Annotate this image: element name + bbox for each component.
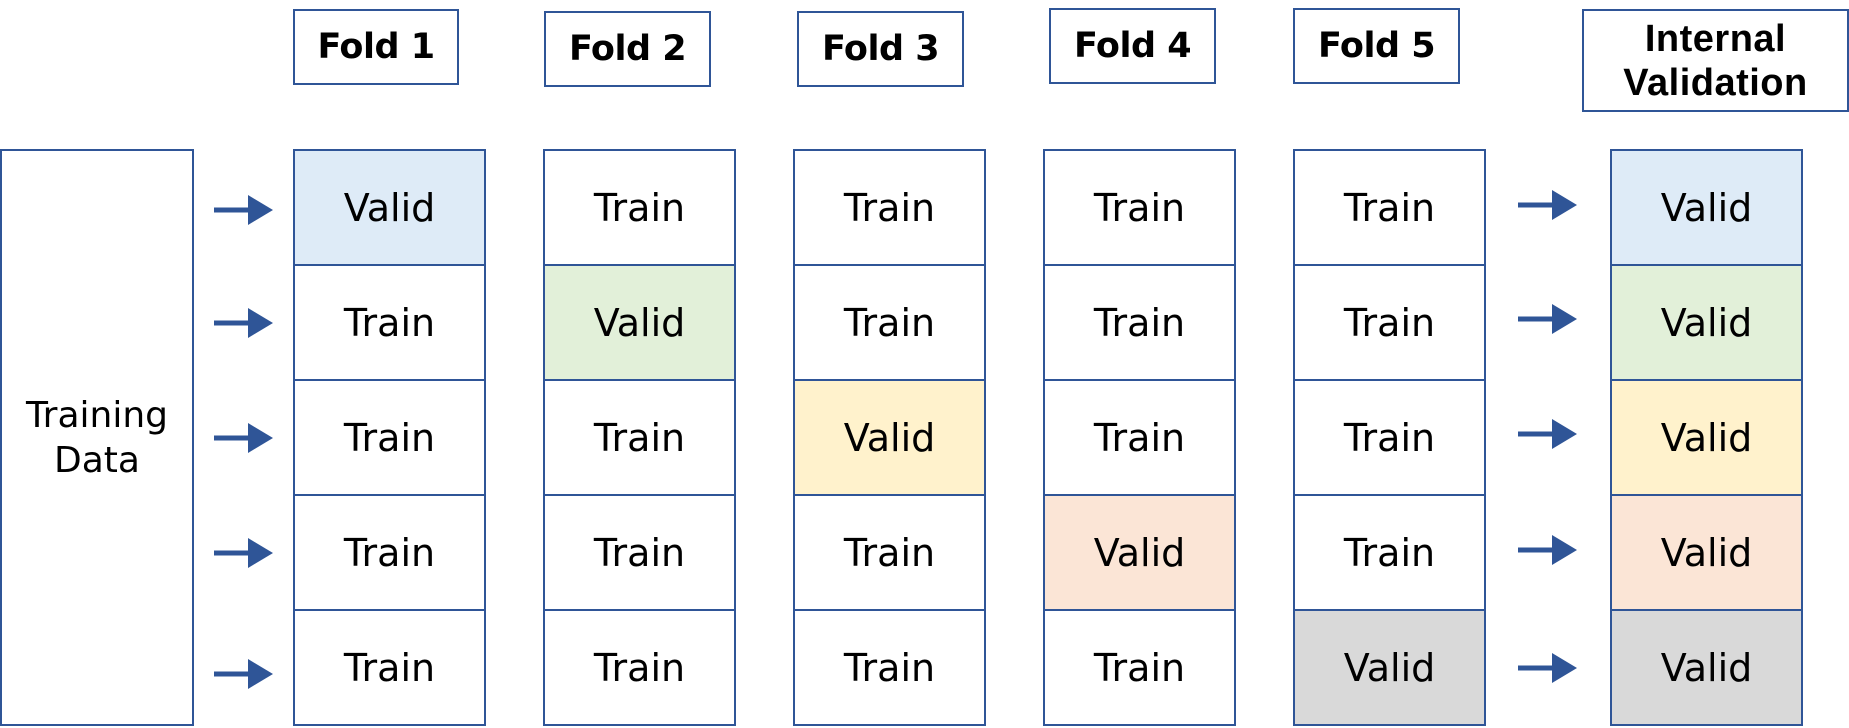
header-fold-3: Fold 3 bbox=[797, 11, 964, 87]
fold-5-cell-row-1: Train bbox=[1293, 149, 1486, 266]
fold-4-cell-row-2: Train bbox=[1043, 264, 1236, 381]
header-fold-1: Fold 1 bbox=[293, 9, 459, 85]
internal-validation-cell-row-1: Valid bbox=[1610, 149, 1803, 266]
internal-validation-cell-row-2: Valid bbox=[1610, 264, 1803, 381]
fold-1-cell-row-3: Train bbox=[293, 379, 486, 496]
fold-2-cell-row-3: Train bbox=[543, 379, 736, 496]
fold-3-cell-row-1: Train bbox=[793, 149, 986, 266]
fold-5-cell-row-3: Train bbox=[1293, 379, 1486, 496]
header-internal-validation: Internal Validation bbox=[1582, 9, 1849, 112]
fold-5-cell-row-2: Train bbox=[1293, 264, 1486, 381]
fold-2-cell-row-1: Train bbox=[543, 149, 736, 266]
header-fold-2: Fold 2 bbox=[544, 11, 711, 87]
fold-3-cell-row-5: Train bbox=[793, 609, 986, 726]
fold-5-cell-row-5: Valid bbox=[1293, 609, 1486, 726]
fold-3-cell-row-4: Train bbox=[793, 494, 986, 611]
training-data-box: Training Data bbox=[0, 149, 194, 726]
header-fold-4: Fold 4 bbox=[1049, 8, 1216, 84]
fold-2-cell-row-2: Valid bbox=[543, 264, 736, 381]
fold-4-cell-row-4: Valid bbox=[1043, 494, 1236, 611]
header-fold-5: Fold 5 bbox=[1293, 8, 1460, 84]
fold-5-cell-row-4: Train bbox=[1293, 494, 1486, 611]
fold-4-cell-row-1: Train bbox=[1043, 149, 1236, 266]
training-data-label: Training Data bbox=[25, 394, 169, 481]
fold-1-cell-row-4: Train bbox=[293, 494, 486, 611]
fold-4-cell-row-5: Train bbox=[1043, 609, 1236, 726]
internal-validation-cell-row-5: Valid bbox=[1610, 609, 1803, 726]
internal-validation-cell-row-3: Valid bbox=[1610, 379, 1803, 496]
fold-1-cell-row-2: Train bbox=[293, 264, 486, 381]
fold-4-cell-row-3: Train bbox=[1043, 379, 1236, 496]
fold-2-cell-row-4: Train bbox=[543, 494, 736, 611]
fold-3-cell-row-3: Valid bbox=[793, 379, 986, 496]
fold-1-cell-row-5: Train bbox=[293, 609, 486, 726]
fold-2-cell-row-5: Train bbox=[543, 609, 736, 726]
internal-validation-cell-row-4: Valid bbox=[1610, 494, 1803, 611]
fold-1-cell-row-1: Valid bbox=[293, 149, 486, 266]
